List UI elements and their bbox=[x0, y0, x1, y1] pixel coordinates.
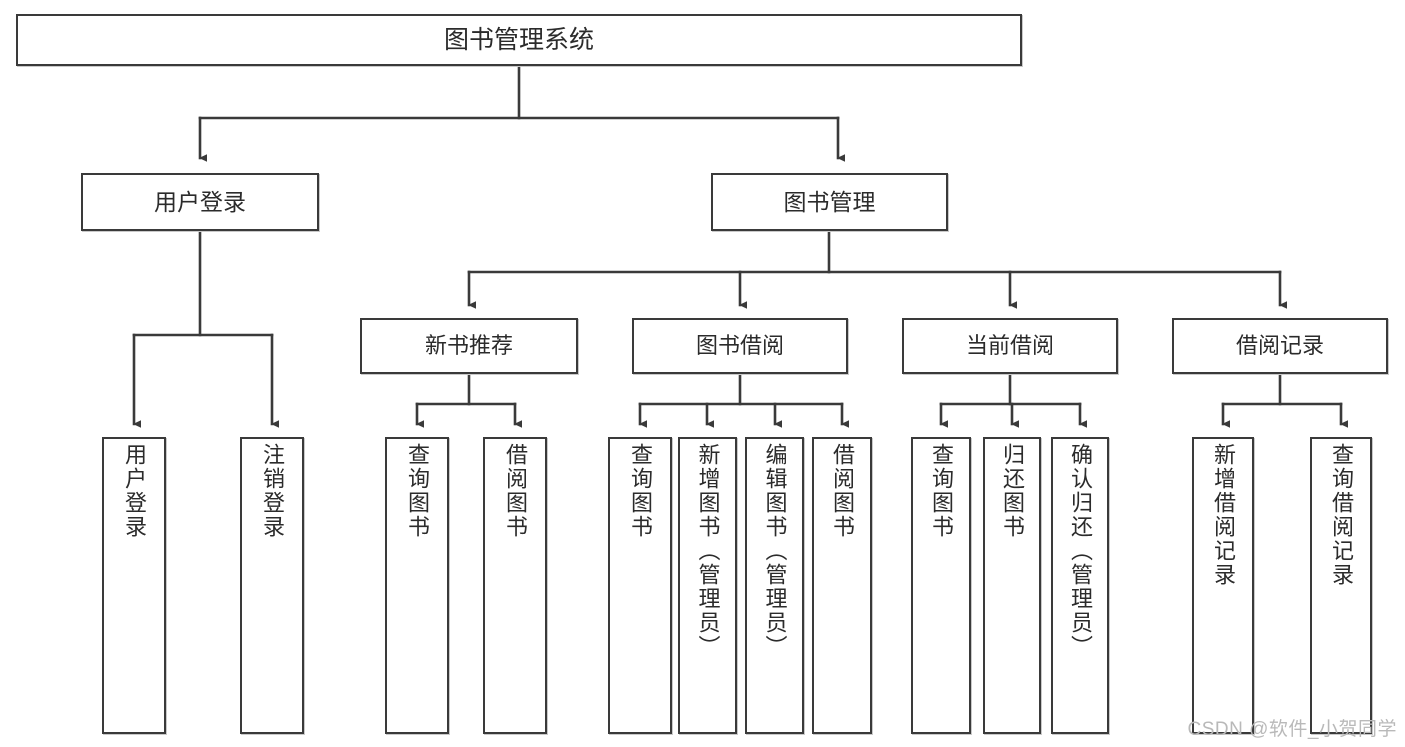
node-borrow-record-label: 借阅记录 bbox=[1235, 333, 1324, 359]
node-leaf-cb-query-book[interactable]: 查询图书 bbox=[911, 437, 971, 734]
node-leaf-rec-query-book[interactable]: 查询图书 bbox=[385, 437, 449, 734]
node-leaf-user-login[interactable]: 用户登录 bbox=[102, 437, 166, 734]
node-leaf-bb-add-book[interactable]: 新增图书（管理员） bbox=[678, 437, 737, 734]
node-book-manage-label: 图书管理 bbox=[783, 188, 876, 215]
node-leaf-br-add-record[interactable]: 新增借阅记录 bbox=[1192, 437, 1254, 734]
node-book-borrow-label: 图书借阅 bbox=[695, 333, 784, 359]
node-leaf-user-logout[interactable]: 注销登录 bbox=[240, 437, 304, 734]
node-leaf-rec-borrow-book[interactable]: 借阅图书 bbox=[483, 437, 547, 734]
node-root-label: 图书管理系统 bbox=[443, 25, 594, 54]
node-new-book-rec[interactable]: 新书推荐 bbox=[360, 318, 578, 374]
node-leaf-bb-borrow-book-label: 借阅图书 bbox=[830, 443, 855, 539]
node-leaf-rec-query-book-label: 查询图书 bbox=[405, 443, 430, 539]
node-leaf-rec-borrow-book-label: 借阅图书 bbox=[503, 443, 528, 539]
node-leaf-cb-confirm-return-label: 确认归还（管理员） bbox=[1068, 443, 1093, 659]
node-leaf-cb-query-book-label: 查询图书 bbox=[929, 443, 954, 539]
node-leaf-bb-borrow-book[interactable]: 借阅图书 bbox=[812, 437, 872, 734]
node-leaf-cb-return-book-label: 归还图书 bbox=[1000, 443, 1025, 539]
node-book-borrow[interactable]: 图书借阅 bbox=[632, 318, 848, 374]
node-leaf-br-query-record-label: 查询借阅记录 bbox=[1329, 443, 1354, 587]
node-leaf-bb-edit-book[interactable]: 编辑图书（管理员） bbox=[745, 437, 804, 734]
node-leaf-cb-return-book[interactable]: 归还图书 bbox=[983, 437, 1041, 734]
node-current-borrow-label: 当前借阅 bbox=[965, 333, 1054, 359]
node-leaf-bb-add-book-label: 新增图书（管理员） bbox=[695, 443, 721, 659]
watermark: CSDN @软件_小贺同学 bbox=[1187, 719, 1397, 740]
node-leaf-bb-query-book-label: 查询图书 bbox=[628, 443, 653, 539]
node-leaf-br-query-record[interactable]: 查询借阅记录 bbox=[1310, 437, 1372, 734]
node-user-login-label: 用户登录 bbox=[154, 188, 246, 215]
node-leaf-br-add-record-label: 新增借阅记录 bbox=[1211, 443, 1236, 587]
node-borrow-record[interactable]: 借阅记录 bbox=[1172, 318, 1388, 374]
node-new-book-rec-label: 新书推荐 bbox=[424, 333, 513, 359]
node-leaf-bb-query-book[interactable]: 查询图书 bbox=[608, 437, 672, 734]
node-leaf-user-logout-label: 注销登录 bbox=[260, 443, 285, 539]
node-book-manage[interactable]: 图书管理 bbox=[711, 173, 948, 231]
node-current-borrow[interactable]: 当前借阅 bbox=[902, 318, 1118, 374]
node-root[interactable]: 图书管理系统 bbox=[16, 14, 1022, 66]
node-leaf-cb-confirm-return[interactable]: 确认归还（管理员） bbox=[1051, 437, 1109, 734]
node-leaf-bb-edit-book-label: 编辑图书（管理员） bbox=[762, 443, 788, 659]
node-user-login[interactable]: 用户登录 bbox=[81, 173, 319, 231]
node-leaf-user-login-label: 用户登录 bbox=[122, 443, 147, 539]
